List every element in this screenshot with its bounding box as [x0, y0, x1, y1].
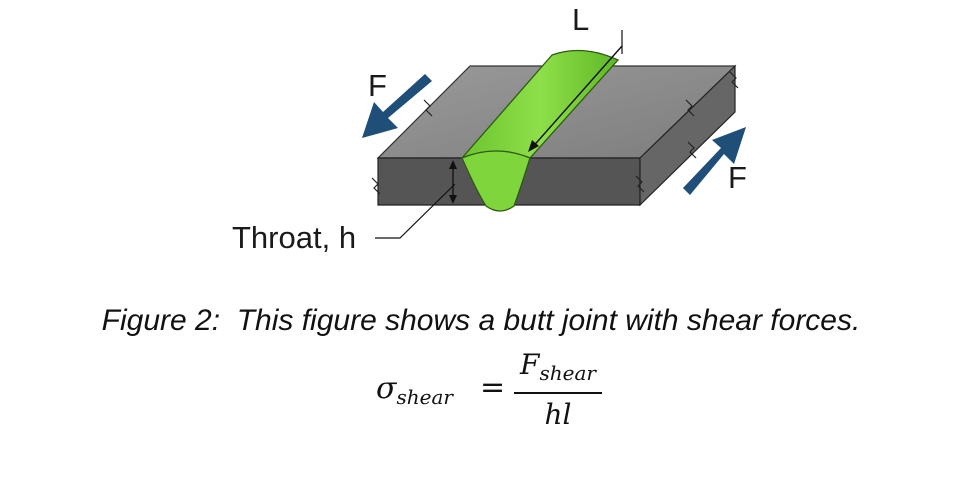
break-mark: [729, 71, 739, 89]
force-label-left: F: [368, 68, 387, 103]
throat-arrowhead-top: [449, 160, 457, 169]
break-mark: [371, 177, 381, 195]
plate-right-face: [639, 64, 736, 207]
weld-root: [461, 150, 531, 212]
sigma-symbol: σ: [376, 371, 397, 406]
equals-sign: =: [480, 370, 506, 405]
throat-label: Throat, h: [232, 220, 356, 255]
equation-lhs: σshear: [376, 371, 453, 409]
numerator-subscript: shear: [539, 361, 596, 385]
butt-joint-diagram: L Throat, h F F: [232, 2, 747, 255]
force-label-right: F: [728, 160, 747, 195]
equation-numerator: Fshear: [514, 348, 602, 390]
fraction-bar: [514, 392, 602, 394]
break-mark: [685, 99, 695, 117]
length-arrowhead: [528, 140, 539, 152]
throat-arrowhead-bottom: [449, 195, 457, 204]
force-symbol: F: [520, 348, 540, 381]
break-mark: [423, 99, 433, 117]
length-dimension-line: [529, 45, 623, 151]
throat-leader-line: [375, 183, 456, 239]
length-label: L: [572, 2, 589, 37]
lhs-subscript: shear: [396, 385, 453, 409]
force-arrow-right: [683, 127, 746, 195]
break-mark: [635, 175, 645, 193]
equation-fraction: Fshear hl: [514, 348, 602, 432]
break-mark: [687, 141, 697, 159]
equation-denominator: hl: [544, 398, 572, 431]
force-arrow-left: [362, 74, 432, 138]
figure-caption: Figure 2: This figure shows a butt joint…: [101, 304, 861, 337]
